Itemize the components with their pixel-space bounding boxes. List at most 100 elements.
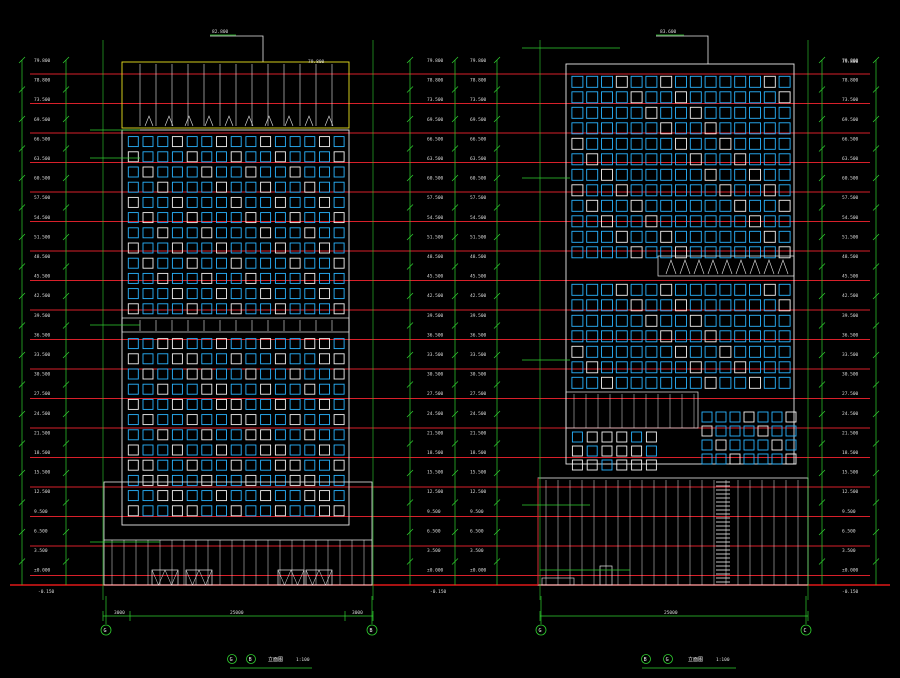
window [615, 199, 628, 212]
dimension-tick [493, 558, 501, 565]
window [274, 303, 286, 315]
window [216, 227, 227, 239]
window [289, 288, 301, 300]
window [630, 168, 643, 181]
window [586, 330, 599, 343]
level-label: 30.500 [34, 372, 51, 378]
svg-text:立面图: 立面图 [268, 656, 283, 663]
level-label: 48.500 [842, 254, 859, 260]
window [230, 429, 242, 441]
window [245, 368, 257, 380]
window [734, 75, 747, 88]
window [586, 431, 598, 443]
dimension-tick [872, 440, 880, 447]
window [601, 153, 613, 166]
window [142, 212, 154, 224]
window [319, 474, 330, 486]
window [749, 75, 761, 88]
window [689, 376, 702, 389]
window [778, 283, 791, 296]
level-label: 66.500 [34, 136, 51, 142]
dimension-tick [872, 381, 880, 388]
window [186, 474, 198, 486]
window [230, 398, 242, 410]
window [749, 215, 761, 228]
dimension-tick [406, 351, 414, 359]
window [660, 91, 673, 104]
level-label: 42.500 [470, 293, 487, 299]
window [763, 199, 776, 212]
parapet-brace [264, 115, 274, 127]
dimension-tick [18, 499, 26, 506]
window [142, 136, 154, 148]
dimension-tick [451, 233, 459, 241]
dimension-tick [451, 322, 459, 329]
window [763, 230, 776, 243]
window [586, 215, 599, 228]
window [645, 246, 658, 259]
window [260, 212, 272, 224]
window [304, 429, 316, 441]
balcony-rail [777, 259, 789, 275]
window [319, 368, 330, 380]
window [201, 490, 213, 502]
window [245, 490, 257, 502]
window [704, 314, 717, 327]
window [157, 212, 169, 224]
dimension-tick [818, 381, 826, 388]
window [675, 361, 687, 374]
dimension-tick [872, 351, 880, 359]
window [274, 338, 286, 350]
window [186, 196, 198, 208]
level-label: 60.500 [470, 176, 487, 182]
window [586, 299, 599, 312]
door-swing [305, 569, 333, 586]
dimension-tick [406, 322, 414, 329]
window [763, 299, 776, 312]
level-label: 69.500 [842, 117, 859, 123]
level-label: 39.500 [470, 313, 487, 319]
dimension-tick [818, 86, 826, 93]
window [142, 490, 154, 502]
window [216, 490, 227, 502]
right-top-elevation-mark: 83.600 [656, 29, 684, 36]
dimension-tick [493, 499, 501, 506]
window [230, 196, 242, 208]
window [586, 445, 598, 457]
window [601, 246, 613, 259]
door-swing [151, 569, 179, 586]
window [778, 91, 791, 104]
window [734, 106, 747, 119]
window [689, 153, 702, 166]
dimension-tick [62, 292, 70, 300]
window [763, 137, 776, 150]
window [274, 288, 286, 300]
window [319, 181, 330, 193]
level-label: 12.500 [34, 489, 51, 495]
window [304, 459, 316, 471]
window [304, 383, 316, 395]
window [245, 151, 257, 163]
window [127, 398, 139, 410]
window [304, 398, 316, 410]
window [319, 414, 330, 426]
window [230, 383, 242, 395]
window [749, 230, 761, 243]
window [645, 299, 658, 312]
dimension-tick [62, 381, 70, 388]
window [778, 137, 791, 150]
level-label: 33.500 [427, 352, 444, 358]
dimension-tick [62, 233, 70, 241]
window [778, 215, 791, 228]
window [601, 215, 613, 228]
window [333, 272, 345, 284]
window [601, 431, 613, 443]
window [333, 181, 345, 193]
window [333, 227, 345, 239]
side-door [599, 565, 613, 586]
dimension-tick [818, 528, 826, 536]
window [157, 151, 169, 163]
window [615, 91, 628, 104]
window [333, 303, 345, 315]
dimension-tick [62, 56, 70, 64]
